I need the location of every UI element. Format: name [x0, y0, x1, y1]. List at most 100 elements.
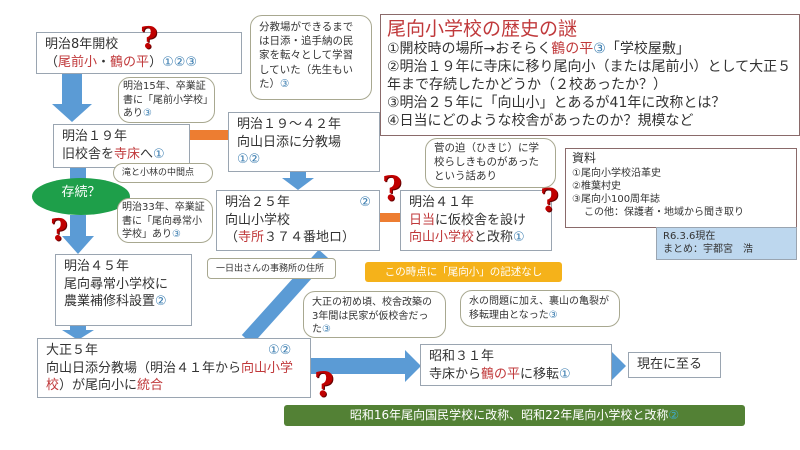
ref: ①: [559, 366, 571, 382]
title-box: 尾向小学校の歴史の謎 ①開校時の場所→おそらく鶴の平③「学校屋敷」 ②明治１９年…: [380, 14, 800, 136]
text: 向山小学校: [225, 212, 291, 228]
highlight: 向山小学校: [46, 360, 294, 394]
box-meiji19: 明治１９年 旧校舎を寺床へ①: [53, 124, 190, 168]
sources-box: 資料 ①尾向小学校沿革史 ②椎葉村史 ③尾向小100周年誌 この他：保護者・地域…: [565, 148, 797, 228]
question-mark-icon: ?: [314, 365, 334, 405]
highlight: 統合: [137, 378, 164, 394]
arrow-right: [311, 358, 406, 374]
text: 明治33年、卒業証書に「尾向尋常小学校」あり: [122, 202, 205, 240]
arrow-head: [52, 104, 92, 122]
text: 菅の迫（ひきじ）に学校らしきものがあったという話あり: [434, 142, 539, 183]
box-meiji8: 明治8年開校 （尾前小・鶴の平）①②③: [36, 32, 242, 74]
question-mark-icon: ?: [50, 213, 68, 248]
text: 現在に至る: [637, 357, 703, 372]
callout-bunkyojo: 分教場ができるまでは日添・追手納の民家を転々として学習していた（先生もいた）③: [250, 15, 372, 100]
sources-title: 資料: [572, 151, 597, 165]
callout-taki: 滝と小林の中間点: [113, 163, 213, 183]
credit-box: R6.3.6現在 まとめ：宇都宮 浩: [656, 227, 797, 260]
date: R6.3.6現在: [663, 231, 716, 242]
highlight: 鶴の平: [481, 366, 521, 382]
text: 明治４１年: [409, 195, 475, 210]
mystery-3: ③明治２５年に「向山小」とあるが41年に改称とは？: [387, 95, 726, 112]
text: 分教場ができるまでは日添・追手納の民家を転々として学習していた（先生もいた）: [259, 21, 354, 90]
callout-water: 水の問題に加え、裏山の亀裂が移転理由となった③: [460, 290, 620, 327]
question-mark-icon: ?: [140, 21, 158, 56]
text: 昭和16年尾向国民学校に改称、昭和22年尾向小学校と改称: [349, 408, 669, 422]
text: 明治１９～４２年: [237, 117, 342, 132]
connector: [190, 130, 228, 140]
arrow-head: [405, 350, 421, 382]
highlight: 尾前小: [58, 54, 98, 70]
text: 明治４５年: [64, 259, 130, 274]
text: へ: [140, 146, 154, 162]
text: 昭和３１年: [429, 349, 495, 364]
callout-ichi: 一日出さんの事務所の住所: [207, 258, 336, 279]
text: 存続？: [61, 185, 101, 200]
text: 大正の初め頃、校舎改築の3年間は民家が仮校舎だった: [312, 297, 432, 335]
arrow-down: [62, 74, 82, 104]
box-showa31: 昭和３１年 寺床から鶴の平に移転①: [420, 344, 612, 386]
connector: [380, 213, 400, 222]
text: 明治8年開校: [45, 37, 119, 52]
arrow-down: [290, 171, 306, 179]
callout-meiji15: 明治15年、卒業証書に「尾前小学校」あり③: [118, 77, 215, 123]
ref: ③: [172, 229, 181, 240]
text: （: [225, 230, 239, 246]
ref: ③: [593, 41, 606, 58]
callout-no-record: この時点に「尾向小」の記述なし: [365, 262, 562, 282]
ref: ③: [143, 108, 152, 119]
text: 一日出さんの事務所の住所: [216, 264, 325, 274]
arrow-head: [282, 178, 314, 190]
highlight: 鶴の平: [110, 54, 150, 70]
text: ）: [149, 54, 163, 70]
ref: ②: [359, 195, 371, 210]
callout-suga: 菅の迫（ひきじ）に学校らしきものがあったという話あり: [425, 138, 556, 188]
ref: ③: [322, 324, 331, 335]
highlight: 向山小学校: [409, 230, 475, 246]
ref: ③: [280, 77, 290, 90]
text: 滝と小林の中間点: [122, 168, 195, 178]
box-meiji41: 明治４１年 日当に仮校舎を設け 向山小学校と改称①: [400, 190, 552, 251]
mystery-2: ②明治１９年に寺床に移り尾向小（または尾前小）として大正５年まで存続したかどうか…: [387, 59, 792, 94]
callout-taisho: 大正の初め頃、校舎改築の3年間は民家が仮校舎だった③: [303, 291, 446, 338]
box-meiji45: 明治４５年 尾向尋常小学校に 農業補修科設置②: [55, 254, 192, 326]
text: 寺床から: [429, 366, 482, 382]
ref: ②: [668, 408, 680, 422]
ref: ①: [513, 230, 525, 246]
text: 向山日添に分教場: [237, 134, 342, 150]
ellipse-sonzoku: 存続？: [32, 178, 130, 215]
ref: ①②③: [162, 54, 198, 70]
ref: ①: [153, 146, 165, 162]
highlight: 寺所: [238, 230, 265, 246]
ref: ①②: [237, 152, 261, 168]
arrow-head: [62, 236, 94, 254]
source-item: ①尾向小学校沿革史: [572, 167, 661, 179]
arrow-head: [612, 352, 626, 380]
mystery-4: ④日当にどのような校舎があったのか？規模など: [387, 112, 694, 129]
text: ）が尾向小に: [59, 378, 138, 394]
arrow-down: [70, 215, 86, 237]
highlight: 鶴の平: [551, 41, 594, 58]
callout-meiji33: 明治33年、卒業証書に「尾向尋常小学校」あり③: [117, 198, 213, 243]
arrow-head: [62, 330, 94, 340]
text: （: [45, 54, 59, 70]
text: 大正５年: [46, 343, 99, 358]
text: 水の問題に加え、裏山の亀裂が移転理由となった: [469, 296, 609, 321]
green-bar: 昭和16年尾向国民学校に改称、昭和22年尾向小学校と改称②: [284, 405, 745, 426]
text: 明治２５年: [225, 195, 291, 210]
mystery-1: ①開校時の場所→おそらく: [387, 41, 552, 58]
highlight: 寺床: [114, 146, 141, 162]
ref: ①②: [268, 343, 292, 358]
text: ・: [97, 54, 111, 70]
text: 明治15年、卒業証書に「尾前小学校」あり: [123, 81, 208, 119]
text: 「学校屋敷」: [605, 41, 690, 58]
ref: ③: [548, 309, 558, 321]
highlight: 日当: [409, 212, 436, 228]
question-mark-icon: ?: [382, 169, 402, 209]
text: と改称: [474, 230, 514, 246]
source-item: ②椎葉村史: [572, 180, 621, 192]
text: この時点に「尾向小」の記述なし: [384, 266, 543, 278]
ref: ②: [155, 294, 167, 310]
source-item: ③尾向小100周年誌: [572, 193, 661, 205]
